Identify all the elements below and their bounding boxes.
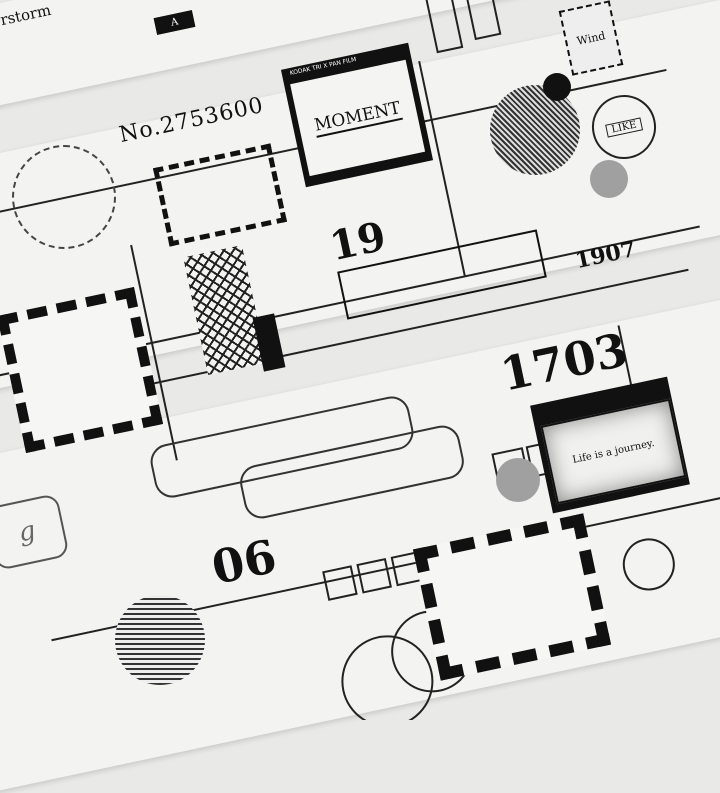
moment-text: MOMENT [312, 98, 403, 138]
black-dot [543, 73, 571, 101]
film-strip-left [0, 286, 164, 454]
life-journey-text: Life is a journey. [571, 437, 656, 466]
grey-dot [496, 458, 540, 502]
script-g-text: g [15, 515, 39, 549]
wind-text: Wind [575, 28, 607, 48]
striped-circle [115, 595, 205, 685]
like-text: LIKE [605, 116, 643, 138]
dashed-circle [12, 145, 116, 249]
halftone-circle [490, 85, 580, 175]
rule-line [81, 268, 689, 400]
grey-dot [590, 160, 628, 198]
